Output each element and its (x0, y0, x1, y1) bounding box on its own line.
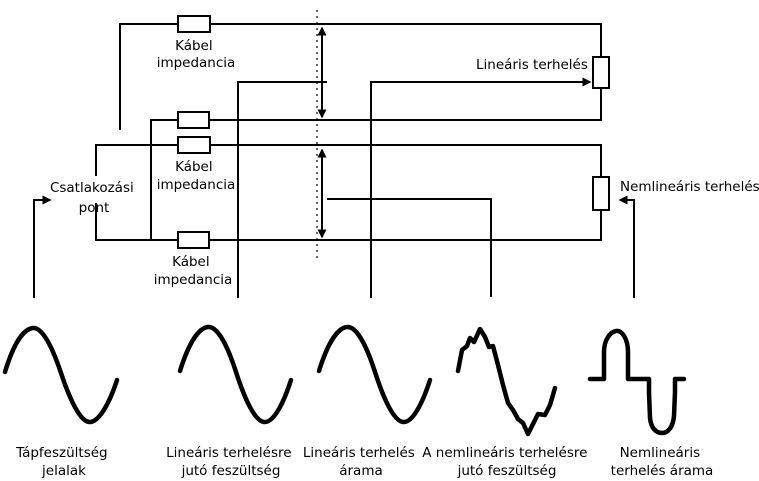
linear-load-current-caption: Lineáris terhelés árama (303, 445, 419, 479)
resistor-icon (592, 56, 610, 89)
resistor-icon (177, 231, 210, 249)
sine-wave-icon (2, 325, 120, 425)
distorted-wave-icon (455, 326, 558, 437)
sine-wave-icon (316, 324, 433, 425)
connection-point-label: Csatlakozási pont (50, 180, 138, 216)
resistor-icon (177, 15, 211, 33)
supply-waveform-caption: Tápfeszültség jelalak (15, 445, 112, 479)
linear-load-label: Lineáris terhelés (476, 57, 588, 73)
cable-impedance-label-bottom: Kábel impedancia (154, 254, 233, 288)
circuit-wiring (33, 23, 635, 298)
cable-impedance-label-top: Kábel impedancia (157, 38, 236, 71)
resistor-icon (592, 176, 610, 211)
nonlinear-load-voltage-caption: A nemlineáris terhelésre jutó feszültség (422, 445, 592, 479)
nonlinear-load-label: Nemlineáris terhelés (620, 179, 759, 195)
arrow-icon-group (40, 26, 630, 239)
cable-impedance-label-middle: Kábel impedancia (157, 159, 236, 193)
resistor-icon (177, 111, 210, 129)
resistor-icon (177, 136, 211, 154)
nonlinear-load-current-caption: Nemlineáris terhelés árama (611, 445, 714, 479)
square-wave-icon (587, 328, 687, 436)
sine-wave-icon (177, 324, 294, 425)
linear-load-voltage-caption: Lineáris terhelésre jutó feszültség (166, 445, 296, 479)
